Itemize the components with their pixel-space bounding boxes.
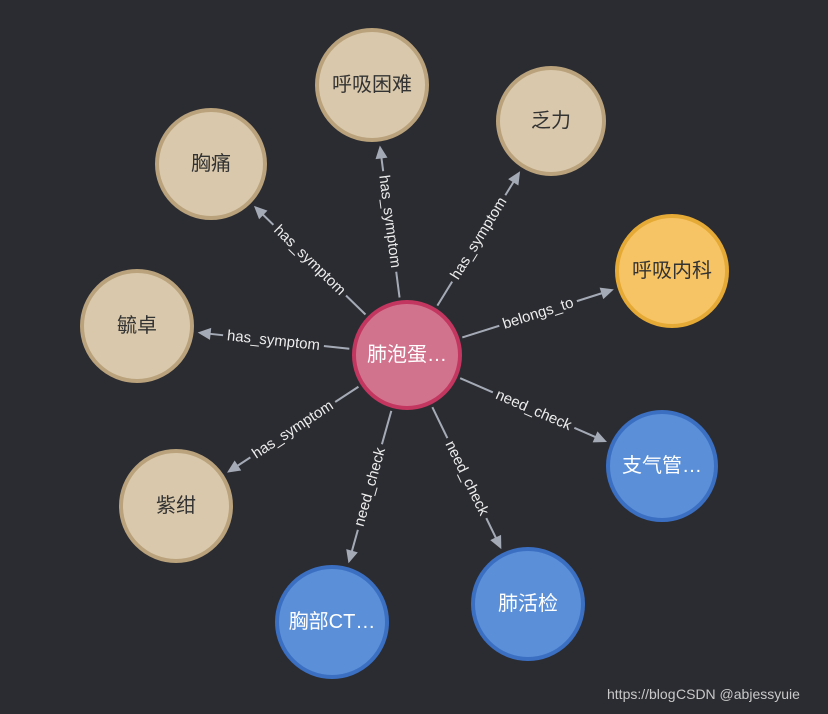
- edge-label-background: [222, 325, 325, 357]
- edge-label: has_symptom: [447, 194, 510, 282]
- node-circle: [275, 565, 389, 679]
- node-label: 肺活检: [498, 592, 558, 615]
- node-circle: [352, 300, 462, 410]
- edge-dyspnea[interactable]: has_symptom: [373, 145, 407, 298]
- edge-ct[interactable]: need_check: [346, 410, 393, 564]
- node-label: 毓卓: [117, 314, 157, 337]
- node-label: 呼吸内科: [632, 259, 712, 282]
- node-circle: [471, 547, 585, 661]
- edge-fatigue[interactable]: has_symptom: [436, 171, 521, 307]
- node-label: 呼吸困难: [332, 73, 412, 96]
- edge-label-background: [438, 433, 496, 523]
- edge-label-group: has_symptom: [443, 190, 514, 287]
- arrow-icon: [227, 460, 242, 473]
- node-dept[interactable]: 呼吸内科: [615, 214, 729, 328]
- edge-label: belongs_to: [501, 294, 576, 332]
- node-circle: [119, 449, 233, 563]
- arrow-icon: [508, 171, 521, 186]
- edge-label: has_symptom: [249, 397, 336, 462]
- edge-label-group: need_check: [488, 383, 579, 438]
- edge-label: has_symptom: [375, 174, 404, 269]
- edge-label-background: [443, 190, 514, 287]
- node-label: 胸痛: [191, 152, 231, 175]
- edge-label: need_check: [493, 386, 574, 434]
- edge-label-background: [496, 291, 580, 336]
- arrow-icon: [253, 205, 268, 220]
- edge-label: has_symptom: [270, 222, 349, 299]
- node-bronch[interactable]: 支气管…: [606, 410, 718, 522]
- node-circle: [155, 108, 267, 220]
- edge-label-background: [244, 393, 341, 466]
- edge-label-group: need_check: [438, 433, 496, 523]
- node-circle: [80, 269, 194, 383]
- edge-yuzhuo[interactable]: has_symptom: [197, 325, 350, 357]
- node-yuzhuo[interactable]: 毓卓: [80, 269, 194, 383]
- node-label: 紫绀: [156, 494, 196, 517]
- arrow-icon: [346, 549, 358, 564]
- node-circle: [606, 410, 718, 522]
- edge-label-background: [373, 169, 407, 274]
- edge-dept[interactable]: belongs_to: [461, 287, 614, 339]
- edge-label-group: has_symptom: [244, 393, 341, 466]
- edge-label-group: belongs_to: [496, 291, 580, 336]
- arrow-icon: [599, 287, 614, 300]
- edge-label-group: need_check: [348, 441, 392, 533]
- edge-label-background: [266, 217, 353, 303]
- node-circle: [496, 66, 606, 176]
- node-label: 乏力: [531, 109, 571, 132]
- node-label: 支气管…: [622, 454, 702, 477]
- edge-cyanosis[interactable]: has_symptom: [227, 385, 359, 473]
- node-ct[interactable]: 胸部CT…: [275, 565, 389, 679]
- edge-label: need_check: [442, 438, 493, 519]
- node-center[interactable]: 肺泡蛋…: [352, 300, 462, 410]
- node-label: 胸部CT…: [289, 610, 376, 633]
- node-chestpain[interactable]: 胸痛: [155, 108, 267, 220]
- node-circle: [315, 28, 429, 142]
- watermark-author: CSDN @abjessyuie: [676, 686, 800, 702]
- edge-label-group: has_symptom: [222, 325, 325, 357]
- edge-label-group: has_symptom: [266, 217, 353, 303]
- node-fatigue[interactable]: 乏力: [496, 66, 606, 176]
- node-dyspnea[interactable]: 呼吸困难: [315, 28, 429, 142]
- node-label: 肺泡蛋…: [367, 343, 447, 366]
- edge-chestpain[interactable]: has_symptom: [253, 205, 367, 316]
- edge-biopsy[interactable]: need_check: [431, 406, 502, 550]
- edge-label-background: [488, 383, 579, 438]
- edge-label-background: [348, 441, 392, 533]
- arrow-icon: [592, 431, 607, 443]
- edge-label-group: has_symptom: [373, 169, 407, 274]
- node-circle: [615, 214, 729, 328]
- node-cyanosis[interactable]: 紫绀: [119, 449, 233, 563]
- node-biopsy[interactable]: 肺活检: [471, 547, 585, 661]
- arrow-icon: [375, 145, 388, 160]
- arrow-icon: [197, 327, 212, 340]
- edge-label: need_check: [351, 445, 389, 528]
- edge-bronch[interactable]: need_check: [459, 377, 607, 443]
- arrow-icon: [490, 534, 502, 550]
- watermark-url: https://blog: [607, 686, 676, 702]
